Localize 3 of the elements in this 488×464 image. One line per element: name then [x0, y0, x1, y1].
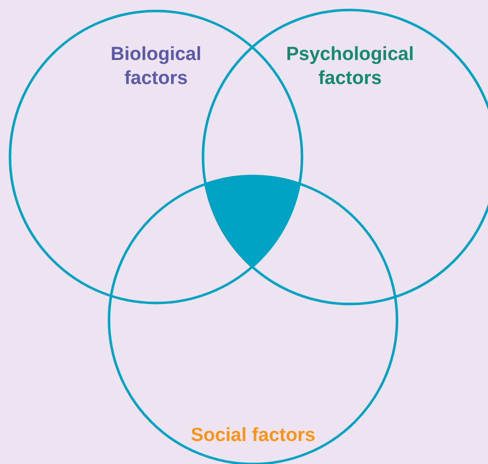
circle-label: Biological factors	[110, 43, 202, 91]
circle-label: Psychological factors	[285, 43, 415, 91]
circle-label: Social factors	[190, 424, 316, 448]
